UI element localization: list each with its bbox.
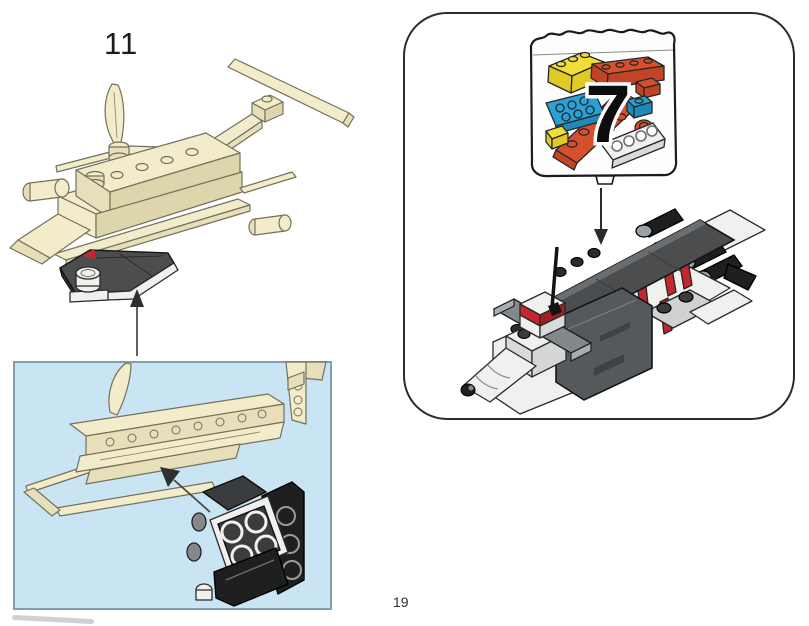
page-number: 19 <box>393 594 409 610</box>
bag-piece-yellow-plate <box>545 125 569 150</box>
bag-piece-blue-plate <box>545 90 605 135</box>
tail-rotor <box>195 58 355 167</box>
callout-content: 7 <box>460 28 766 415</box>
inset-illustration <box>23 361 327 607</box>
up-arrow-icon <box>130 289 144 356</box>
step-number: 11 <box>104 26 139 61</box>
dark-base-plate <box>59 249 179 303</box>
parts-bag: 7 <box>529 28 678 185</box>
helicopter-step-illustration <box>9 58 355 356</box>
spaceship-illustration <box>460 208 766 415</box>
helicopter-underside <box>23 361 327 517</box>
bag-number: 7 <box>585 69 631 160</box>
bag-piece-blue-brick <box>626 95 653 119</box>
bag-piece-orange-brick <box>590 56 665 89</box>
helicopter-fuselage <box>9 132 297 267</box>
detail-inset-box <box>13 361 332 610</box>
scan-edge-smudge <box>11 614 95 625</box>
down-arrow-icon <box>594 188 608 245</box>
bag-piece-small-orange-brick <box>635 77 661 99</box>
black-bracket-assembly <box>186 475 305 607</box>
up-left-arrow-icon <box>160 467 211 513</box>
bag-piece-white-plate <box>600 122 666 169</box>
